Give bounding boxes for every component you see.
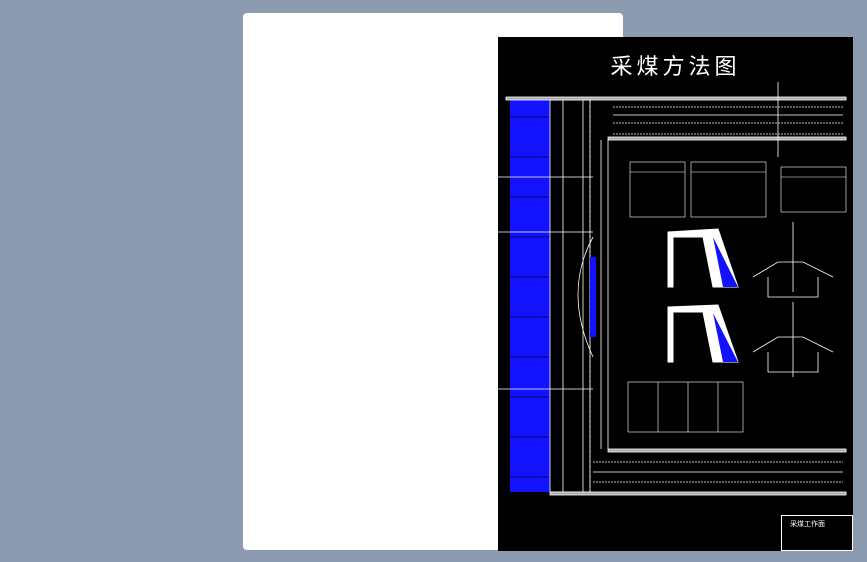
- shearer: [590, 257, 596, 337]
- bottom-roadway: [549, 448, 847, 496]
- drawing-title: 采煤方法图: [610, 55, 741, 80]
- support-profiles: [667, 228, 739, 363]
- working-face: [498, 140, 609, 449]
- parameter-tables: [627, 161, 847, 433]
- title-block: 采煤工作面: [781, 515, 853, 551]
- coal-seam-block: [510, 100, 550, 492]
- coal-hatch: [510, 116, 550, 478]
- top-roadway: [505, 82, 847, 157]
- drawing-sheet: 采煤方法图: [243, 13, 853, 551]
- cad-canvas[interactable]: 采煤方法图: [498, 37, 853, 551]
- roadway-sections: [752, 222, 834, 377]
- title-block-name: 采煤工作面: [790, 520, 825, 528]
- mining-method-drawing: [498, 82, 847, 496]
- support-grid: [549, 99, 591, 493]
